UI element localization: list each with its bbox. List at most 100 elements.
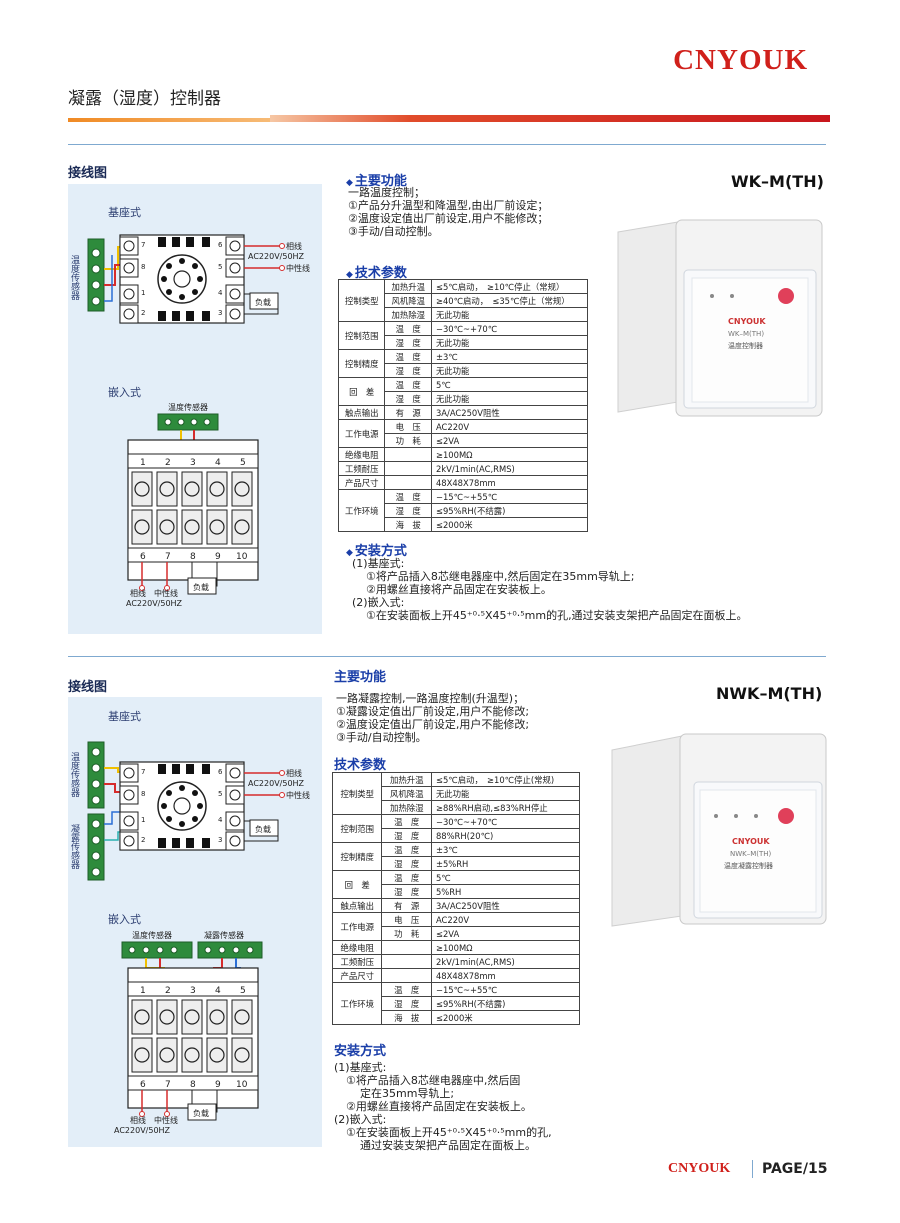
- spec-value: ±5%RH: [430, 856, 581, 871]
- spec-value: AC220V: [430, 419, 589, 434]
- install-item: (1)基座式:: [334, 1061, 387, 1074]
- sensor-label: 凝露传感器: [204, 930, 244, 940]
- sensor-label: 温度传感器: [69, 255, 80, 300]
- base-label: 基座式: [108, 206, 141, 219]
- install-item: ①在安装面板上开45⁺⁰·⁵X45⁺⁰·⁵mm的孔,: [346, 1126, 552, 1139]
- spec-value: AC220V: [430, 912, 581, 927]
- spec-value: ≥88%RH启动,≤83%RH停止: [430, 800, 581, 815]
- spec-value: ≥40℃启动， ≤35℃停止（常规）: [430, 293, 589, 308]
- terminal-number: 4: [215, 986, 221, 996]
- spec-value: 2kV/1min(AC,RMS): [430, 461, 589, 476]
- function-item: ②温度设定值出厂前设定,用户不能修改；: [348, 212, 549, 225]
- function-item: ①产品分升温型和降温型,由出厂前设定；: [348, 199, 549, 212]
- install-item: ①将产品插入8芯继电器座中,然后固定在35mm导轨上;: [366, 570, 635, 583]
- spec-category: 触点输出: [337, 405, 386, 420]
- terminal-number: 7: [165, 1080, 171, 1090]
- footer-divider: [752, 1160, 753, 1178]
- wiring-title: 接线图: [68, 680, 108, 695]
- spec-item: [384, 461, 432, 476]
- load-label: 负载: [193, 1108, 209, 1118]
- spec-value: 88%RH(20℃): [430, 828, 581, 843]
- spec-category: 触点输出: [331, 898, 383, 913]
- spec-value: 3A/AC250V阻性: [430, 898, 581, 913]
- pin-label: 1: [141, 289, 145, 297]
- terminal-number: 9: [215, 1080, 221, 1090]
- spec-category: 回 差: [337, 377, 386, 406]
- spec-table: 控制类型加热升温≤5℃启动， ≥10℃停止（常规）风机降温≥40℃启动， ≤35…: [337, 279, 589, 532]
- spec-row: 控制类型加热升温≤5℃启动， ≥10℃停止（常规）: [337, 279, 589, 322]
- spec-category: 控制范围: [331, 814, 383, 843]
- spec-category: 控制类型: [331, 772, 383, 815]
- spec-item: 湿 度: [384, 391, 432, 406]
- terminal-number: 6: [140, 1080, 146, 1090]
- sensor-label: 温度传感器: [69, 752, 80, 797]
- spec-category: 工作环境: [331, 982, 383, 1025]
- terminal-number: 3: [190, 986, 196, 996]
- product-image: CNYOUK NWK–M(TH) 温度凝露控制器: [611, 733, 827, 927]
- pin-label: 6: [218, 768, 223, 776]
- spec-value: −15℃~+55℃: [430, 982, 581, 997]
- spec-category: 控制精度: [337, 349, 386, 378]
- install-item: (2)嵌入式:: [352, 596, 405, 609]
- load-label: 负载: [193, 582, 209, 592]
- spec-category: 控制类型: [337, 279, 386, 322]
- device-name: 温度控制器: [728, 341, 763, 350]
- pin-label: 5: [218, 790, 222, 798]
- base-wiring-diagram: 温度传感器 7 8 1 2 6 5 4 3 相线 AC220V/50HZ 中性线…: [69, 234, 310, 324]
- spec-item: [381, 954, 432, 969]
- spec-category: 绝缘电阻: [331, 940, 383, 955]
- diamond-icon: ◆: [346, 178, 353, 188]
- install-item: (1)基座式:: [352, 557, 405, 570]
- spec-value: ≤2000米: [430, 1010, 581, 1025]
- terminal-number: 5: [240, 986, 246, 996]
- power-label: AC220V/50HZ: [248, 779, 305, 788]
- install-item: ①将产品插入8芯继电器座中,然后固: [346, 1074, 521, 1087]
- params-title: ◆技术参数: [346, 266, 407, 281]
- terminal-number: 3: [190, 458, 196, 468]
- spec-value: ≥100MΩ: [430, 940, 581, 955]
- spec-value: ≤2VA: [430, 926, 581, 941]
- spec-item: 电 压: [384, 419, 432, 434]
- terminal-number: 5: [240, 458, 246, 468]
- device-model: NWK–M(TH): [730, 850, 772, 858]
- pin-label: 5: [218, 263, 222, 271]
- terminal-number: 8: [190, 552, 196, 562]
- spec-row: 控制类型加热升温≤5℃启动， ≥10℃停止(常规): [331, 772, 581, 815]
- spec-row: 绝缘电阻≥100MΩ: [337, 447, 589, 462]
- base-label: 基座式: [108, 710, 141, 723]
- spec-item: 温 度: [381, 982, 432, 997]
- sensor-label: 凝露传感器: [69, 824, 80, 869]
- spec-item: 温 度: [381, 842, 432, 857]
- load-label: 负载: [255, 297, 271, 307]
- spec-item: 湿 度: [381, 884, 432, 899]
- spec-category: 控制精度: [331, 842, 383, 871]
- spec-row: 工作环境温 度−15℃~+55℃: [337, 489, 589, 532]
- install-item: 通过安装支架把产品固定在面板上。: [360, 1139, 536, 1152]
- pin-label: 4: [218, 816, 223, 824]
- terminal-number: 10: [236, 1080, 248, 1090]
- spec-item: 湿 度: [381, 828, 432, 843]
- function-item: ①凝露设定值出厂前设定,用户不能修改;: [336, 705, 530, 718]
- pin-label: 7: [141, 241, 145, 249]
- functions-list: 一路凝露控制,一路温度控制(升温型)； ①凝露设定值出厂前设定,用户不能修改; …: [336, 692, 529, 744]
- pin-label: 2: [141, 836, 145, 844]
- diamond-icon: ◆: [346, 548, 353, 558]
- sensor-label: 温度传感器: [168, 402, 208, 412]
- pin-label: 8: [141, 263, 145, 271]
- spec-value: 无此功能: [430, 363, 589, 378]
- terminal-number: 2: [165, 458, 171, 468]
- spec-value: −30℃~+70℃: [430, 814, 581, 829]
- terminal-number: 8: [190, 1080, 196, 1090]
- function-item: ③手动/自动控制。: [336, 731, 427, 744]
- spec-value: −15℃~+55℃: [430, 489, 589, 504]
- install-list: (1)基座式: ①将产品插入8芯继电器座中,然后固 定在35mm导轨上; ②用螺…: [334, 1061, 552, 1152]
- live-label: 相线: [130, 1115, 146, 1125]
- power-label: AC220V/50HZ: [114, 1126, 171, 1135]
- header-bar: [68, 115, 830, 123]
- spec-value: 48X48X78mm: [430, 968, 581, 983]
- spec-item: 温 度: [381, 814, 432, 829]
